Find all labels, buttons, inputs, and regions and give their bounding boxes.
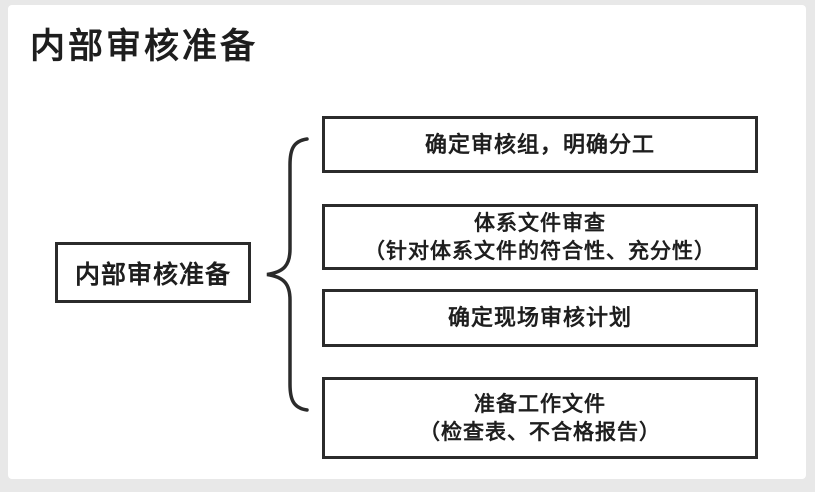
branch-node-line: （针对体系文件的符合性、充分性） [364, 239, 716, 263]
curly-brace-connector [266, 137, 309, 412]
branch-node-document-review: 体系文件审查 （针对体系文件的符合性、充分性） [322, 204, 758, 270]
branch-node-onsite-audit-plan: 确定现场审核计划 [322, 289, 758, 347]
branch-node-working-documents: 准备工作文件 （检查表、不合格报告） [322, 377, 758, 459]
branch-node-line: 体系文件审查 [474, 210, 606, 235]
branch-node-line: 准备工作文件 [474, 391, 606, 416]
page-title: 内部审核准备 [30, 27, 259, 66]
branch-node-line: 确定现场审核计划 [447, 305, 632, 331]
branch-node-line: （检查表、不合格报告） [419, 420, 661, 444]
root-node-label: 内部审核准备 [74, 261, 231, 289]
branch-node-audit-team: 确定审核组，明确分工 [322, 116, 758, 173]
branch-node-line: 确定审核组，明确分工 [424, 131, 655, 157]
root-node-internal-audit-preparation: 内部审核准备 [55, 242, 251, 303]
